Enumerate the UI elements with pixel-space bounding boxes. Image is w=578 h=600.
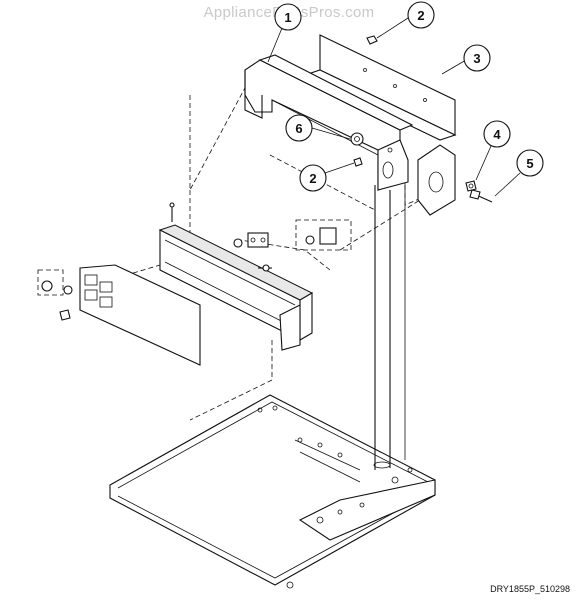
callout-4: 4 <box>483 120 511 148</box>
callout-leaders <box>267 17 521 197</box>
control-console <box>158 224 314 351</box>
callout-2b: 2 <box>299 164 327 192</box>
svg-text:3: 3 <box>473 51 480 66</box>
timer-knob <box>37 269 73 321</box>
drawing-code: DRY1855P_510298 <box>490 584 570 594</box>
callout-5: 5 <box>516 149 544 177</box>
callout-1: 1 <box>274 3 302 31</box>
cabinet-top <box>109 394 436 589</box>
callout-2a: 2 <box>407 1 435 29</box>
panel-support <box>244 54 414 191</box>
callout-3: 3 <box>463 44 491 72</box>
side-post <box>373 180 406 470</box>
switches <box>169 202 352 272</box>
hardware <box>350 35 493 203</box>
svg-text:1: 1 <box>284 10 291 25</box>
svg-text:2: 2 <box>417 8 424 23</box>
svg-text:2: 2 <box>309 171 316 186</box>
svg-text:5: 5 <box>526 156 533 171</box>
callout-6: 6 <box>285 114 313 142</box>
console-backing <box>79 264 201 366</box>
svg-text:6: 6 <box>295 121 302 136</box>
side-hinge-bracket <box>417 144 456 216</box>
svg-text:4: 4 <box>493 127 501 142</box>
